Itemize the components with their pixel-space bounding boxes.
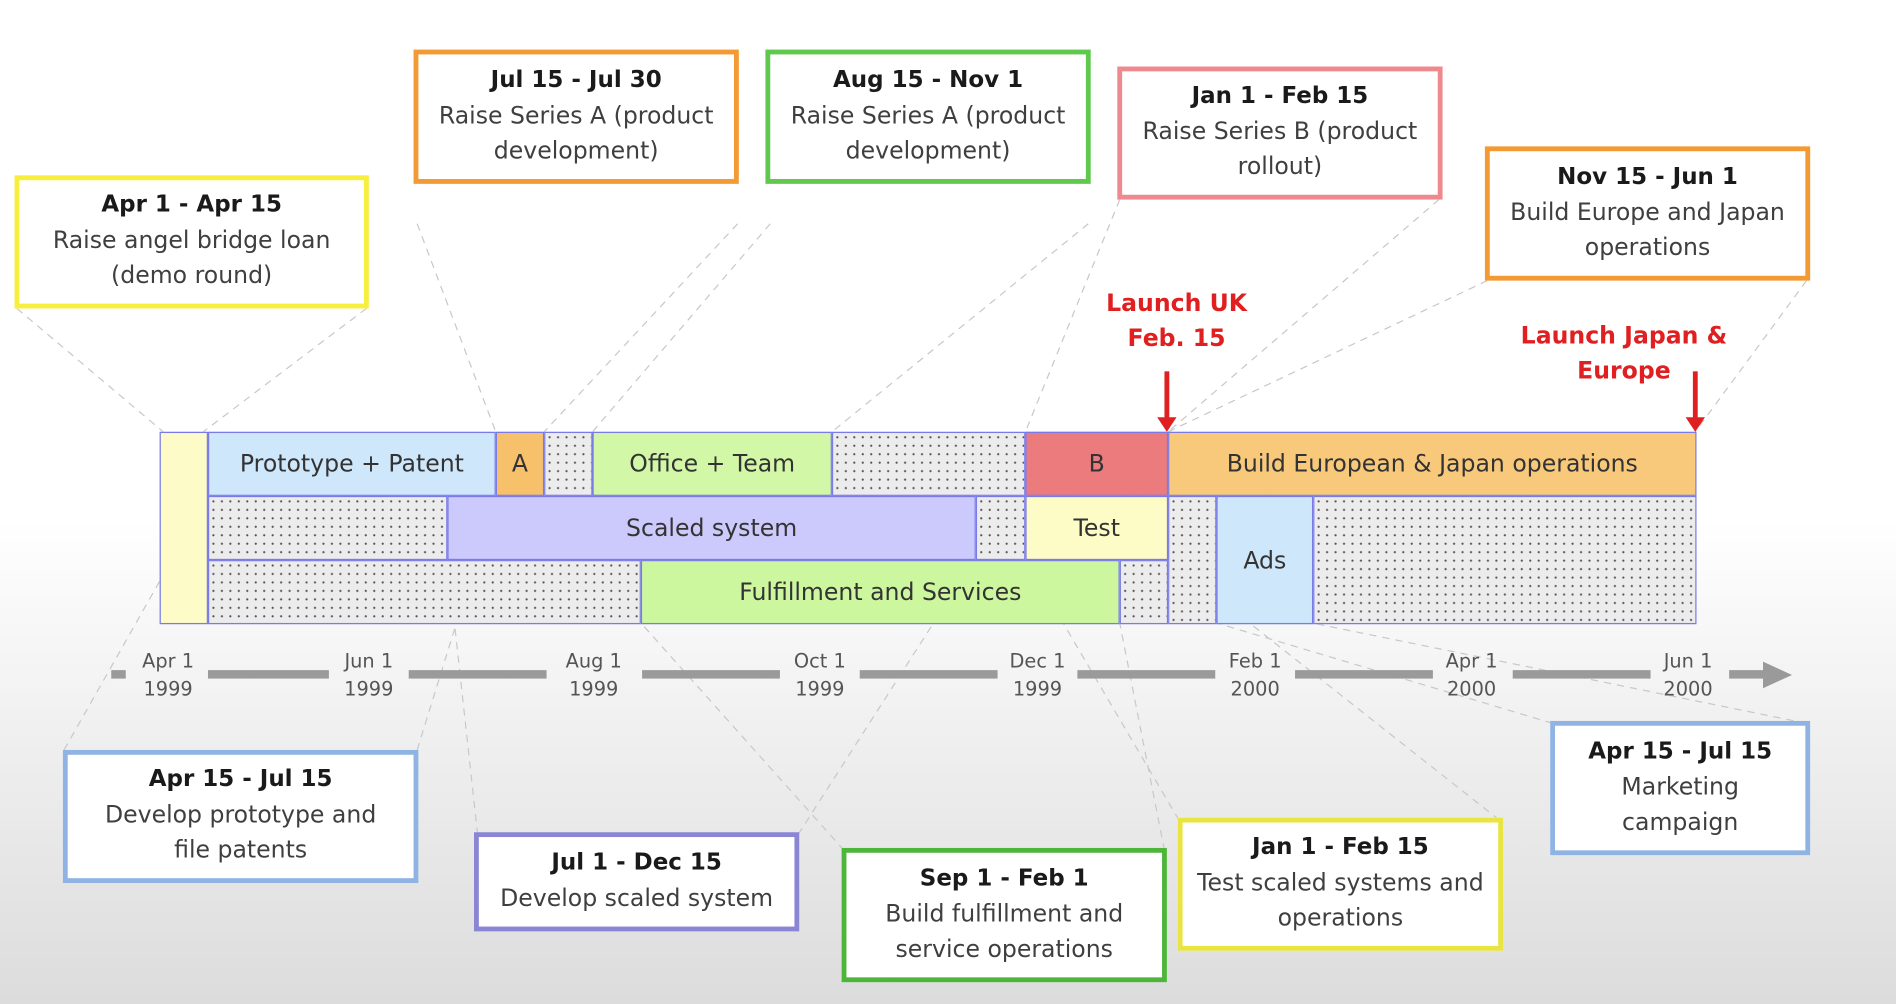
bar-gap (207, 560, 641, 625)
tick-year: 2000 (1230, 677, 1280, 701)
axis-segment (408, 670, 547, 679)
tick-month: Apr 1 (1445, 649, 1498, 673)
axis-tick: Apr 1 1999 (114, 647, 223, 703)
milestone-arrowhead-japan-europe (1685, 417, 1705, 432)
tick-month: Jun 1 (344, 649, 394, 673)
axis-segment (1729, 670, 1766, 679)
axis-tick: Jun 1 2000 (1634, 647, 1743, 703)
callout-test-systems: Jan 1 - Feb 15 Test scaled systems and o… (1177, 817, 1504, 951)
callout-series-a-2: Aug 15 - Nov 1 Raise Series A (product d… (765, 49, 1091, 184)
milestone-arrow-japan-europe (1692, 371, 1698, 420)
callout-scaled-system: Jul 1 - Dec 15 Develop scaled system (474, 832, 800, 932)
callout-description: Raise Series A (product development) (790, 101, 1066, 164)
axis-tick: Apr 1 2000 (1417, 647, 1526, 703)
callout-description: Develop prototype and file patents (104, 800, 377, 864)
tick-year: 2000 (1663, 677, 1713, 701)
tick-month: Feb 1 (1228, 649, 1282, 673)
callout-date: Aug 15 - Nov 1 (833, 65, 1024, 93)
callout-description: Raise Series A (product development) (438, 101, 714, 164)
bar-gap (544, 431, 593, 496)
axis-tick: Jun 1 1999 (314, 647, 423, 703)
tick-month: Aug 1 (565, 649, 622, 673)
callout-series-a-1: Jul 15 - Jul 30 Raise Series A (product … (413, 49, 739, 184)
callout-description: Build fulfillment and service operations (885, 899, 1124, 963)
bar-gap (831, 431, 1026, 496)
axis-segment (111, 670, 126, 679)
tick-year: 2000 (1446, 677, 1497, 701)
bar-series-b: B (1025, 431, 1169, 496)
axis-segment (1077, 670, 1216, 679)
callout-fulfillment: Sep 1 - Feb 1 Build fulfillment and serv… (841, 847, 1167, 983)
callout-angel-loan: Apr 1 - Apr 15 Raise angel bridge loan (… (14, 175, 369, 309)
axis-tick: Oct 1 1999 (765, 647, 874, 703)
tick-month: Apr 1 (142, 649, 195, 673)
callout-date: Jul 1 - Dec 15 (551, 848, 722, 876)
tick-year: 1999 (1012, 677, 1063, 701)
axis-tick: Feb 1 2000 (1201, 647, 1310, 703)
tick-year: 1999 (795, 677, 845, 701)
tick-month: Oct 1 (793, 649, 846, 673)
bar-series-a: A (495, 431, 545, 496)
bar-fulfillment-services: Fulfillment and Services (640, 560, 1120, 625)
bar-gap (1168, 495, 1217, 625)
callout-description: Raise Series B (product rollout) (1142, 117, 1418, 181)
axis-arrowhead (1763, 661, 1793, 689)
milestone-arrow-uk (1164, 371, 1170, 420)
callout-description: Raise angel bridge loan (demo round) (52, 226, 331, 290)
axis-tick: Dec 1 1999 (983, 647, 1092, 703)
callout-date: Jul 15 - Jul 30 (490, 65, 662, 93)
callout-description: Marketing campaign (1621, 772, 1739, 836)
axis-segment (1512, 670, 1651, 679)
tick-month: Jun 1 (1663, 649, 1713, 673)
axis-segment (859, 670, 998, 679)
tick-year: 1999 (344, 677, 394, 701)
milestone-launch-japan-europe: Launch Japan & Europe (1503, 318, 1745, 388)
tick-month: Dec 1 (1009, 649, 1066, 673)
bar-prototype-patent: Prototype + Patent (207, 431, 496, 496)
callout-description: Build Europe and Japan operations (1510, 197, 1785, 261)
bar-ads: Ads (1216, 495, 1314, 625)
callout-date: Apr 15 - Jul 15 (1588, 737, 1773, 764)
bar-gap (1119, 560, 1169, 625)
bar-scaled-system: Scaled system (447, 495, 976, 561)
bar-gap (207, 495, 448, 561)
callout-date: Apr 15 - Jul 15 (148, 765, 333, 793)
axis-tick: Aug 1 1999 (539, 647, 648, 703)
axis-segment (642, 670, 780, 679)
bar-build-european-japan: Build European & Japan operations (1168, 431, 1697, 496)
callout-prototype-patents: Apr 15 - Jul 15 Develop prototype and fi… (62, 749, 419, 884)
callout-date: Sep 1 - Feb 1 (919, 864, 1089, 891)
axis-segment (207, 670, 329, 679)
bar-test: Test (1025, 495, 1169, 561)
callout-series-b: Jan 1 - Feb 15 Raise Series B (product r… (1117, 66, 1443, 200)
axis-segment (1295, 670, 1433, 679)
callout-description: Develop scaled system (500, 883, 774, 912)
bar-office-team: Office + Team (592, 431, 832, 496)
callout-date: Jan 1 - Feb 15 (1191, 82, 1369, 109)
milestone-date: Europe (1577, 356, 1671, 385)
milestone-title: Launch Japan & (1520, 321, 1728, 350)
tick-year: 1999 (143, 677, 193, 701)
milestone-date: Feb. 15 (1127, 324, 1226, 352)
callout-marketing: Apr 15 - Jul 15 Marketing campaign (1550, 720, 1811, 856)
callout-date: Jan 1 - Feb 15 (1252, 833, 1429, 861)
bar-angel-loan (159, 431, 208, 625)
callout-date: Apr 1 - Apr 15 (101, 191, 282, 218)
callout-description: Test scaled systems and operations (1197, 868, 1484, 932)
bar-gap (1313, 495, 1697, 625)
milestone-title: Launch UK (1106, 289, 1248, 317)
callout-europe-japan: Nov 15 - Jun 1 Build Europe and Japan op… (1484, 146, 1811, 281)
tick-year: 1999 (569, 677, 619, 701)
milestone-launch-uk: Launch UK Feb. 15 (1080, 285, 1273, 355)
bar-gap (975, 495, 1026, 561)
milestone-arrowhead-uk (1157, 417, 1177, 432)
callout-date: Nov 15 - Jun 1 (1557, 162, 1738, 190)
